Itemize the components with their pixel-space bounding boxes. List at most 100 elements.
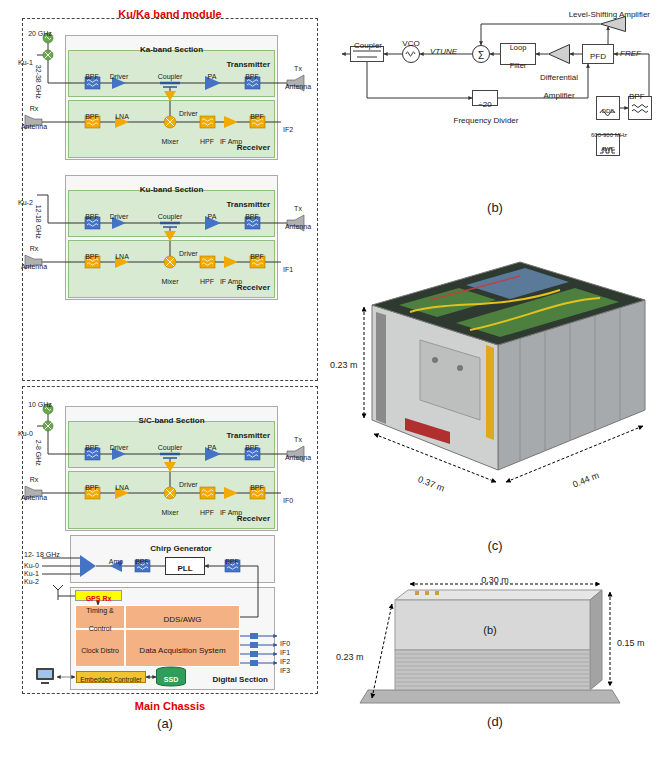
amplifier-triangle: Differential Amplifier (548, 44, 570, 64)
text-wrap: Transmitter (226, 193, 270, 211)
text-wrap: PA (192, 205, 232, 223)
part-label: Coupler (158, 73, 183, 80)
pll-details (342, 51, 648, 153)
digital-block: Timing & Control (75, 605, 125, 629)
vco-circle: VCO (402, 45, 420, 63)
text-wrap: Ku/Ka band module (23, 4, 317, 22)
chassis-photo (376, 312, 386, 424)
text-wrap: ÷20 (473, 93, 497, 111)
node-text: Loop Filter (510, 43, 527, 70)
text-wrap: IF0 (280, 632, 290, 650)
digital-io (240, 636, 277, 637)
part-label: IF0 (280, 640, 290, 647)
part-label: HPF (200, 278, 214, 285)
chassis-photo (457, 365, 463, 371)
module-photo (395, 650, 590, 690)
part-label: Ku-0 (18, 430, 33, 437)
amplifier-triangle: Level-Shifting Amplifier (600, 16, 626, 32)
node-text: Clock Distro (81, 647, 119, 654)
part-label: BPF (245, 73, 259, 80)
chassis-photo (432, 357, 438, 363)
pfd-box: PFD (582, 44, 614, 64)
part-label: BPF (225, 558, 239, 565)
part-label: BPF (250, 113, 264, 120)
text-wrap: 12- 18 GHz (24, 543, 60, 561)
chassis-photo (486, 345, 494, 440)
text-wrap: Σ (478, 45, 484, 63)
part-label: LNA (115, 113, 129, 120)
node-text: Digital Section (212, 675, 268, 684)
part-label: Driver (110, 213, 129, 220)
part-label: IF3 (280, 667, 290, 674)
panel-label: (b) (487, 200, 503, 215)
digital-io (36, 668, 54, 680)
text-wrap: LNA (102, 245, 142, 263)
part-label: Driver (179, 110, 198, 117)
connector (536, 54, 548, 55)
connector (384, 54, 402, 55)
part-label: Ku-2 (18, 199, 33, 206)
pll-details (342, 54, 350, 55)
part-label: BPF (85, 253, 99, 260)
part-label: BPF (85, 113, 99, 120)
text-wrap: BPF (72, 436, 112, 454)
text-wrap: 0.30 m (470, 569, 520, 587)
text-wrap: 0.15 m (617, 632, 645, 650)
chirp-chain (42, 555, 240, 577)
text-wrap: 0.23 m (330, 354, 358, 372)
connector (146, 677, 156, 678)
text-wrap: Driver (99, 65, 139, 83)
oscillator-mixer (37, 33, 53, 60)
text-wrap: Data Acquisition System (139, 639, 225, 657)
pll-box: PLL (165, 557, 205, 575)
chassis-box: Main ChassisS/C-band SectionTransmitterR… (22, 386, 318, 694)
dimension-label: 0.44 m (571, 470, 600, 490)
part-label: Ku-2 (24, 578, 39, 585)
signal-label: VTUNE (430, 47, 457, 56)
connector (570, 54, 582, 55)
text-wrap: Ku-1 (18, 51, 33, 69)
node-text: 600-900 MHz (591, 132, 627, 138)
part-label: Ku-1 (24, 570, 39, 577)
tri-shape (549, 45, 570, 64)
text-wrap: (b) (475, 198, 515, 216)
node-text: Frequency Divider (454, 116, 519, 125)
digital-block: DDS/AWG (125, 605, 240, 629)
node-text: Differential Amplifier (540, 73, 578, 100)
text-wrap: Loop Filter (501, 36, 535, 71)
part-label: BPF (250, 253, 264, 260)
part-label: IF Amp (220, 138, 242, 145)
digital-io (240, 654, 277, 655)
text-wrap: BPF (217, 550, 247, 568)
pll-details (632, 105, 648, 113)
coupler-box: Coupler (350, 46, 384, 62)
node-text: Ka-band Section (140, 45, 203, 54)
digital-io (57, 677, 75, 678)
part-label: IF2 (283, 126, 293, 133)
part-label: Ku-1 (18, 59, 33, 66)
part-label: PA (208, 444, 217, 451)
text-wrap: (b) (470, 620, 510, 638)
text-wrap: Rx Antenna (20, 468, 48, 503)
text-wrap: Driver (99, 436, 139, 454)
divider-box: ÷20Frequency Divider (472, 90, 498, 106)
circ-shape (403, 46, 420, 63)
part-label: Mixer (161, 138, 178, 145)
node-text: AWG (601, 146, 615, 152)
text-wrap: Driver (99, 205, 139, 223)
text-wrap: (d) (475, 712, 515, 730)
part-label: IF1 (280, 649, 290, 656)
connector (620, 108, 628, 109)
connector (498, 64, 588, 98)
pll-details (406, 52, 415, 56)
chassis-photo (470, 298, 600, 330)
text-wrap: 20 GHz (20, 22, 60, 40)
chassis-photo (372, 262, 645, 345)
connector (490, 54, 500, 55)
text-wrap: LNA (102, 476, 142, 494)
text-wrap: BPF (237, 105, 277, 123)
wire (37, 195, 48, 196)
dimension-label: 0.23 m (330, 360, 358, 370)
text-wrap: LNA (102, 105, 142, 123)
